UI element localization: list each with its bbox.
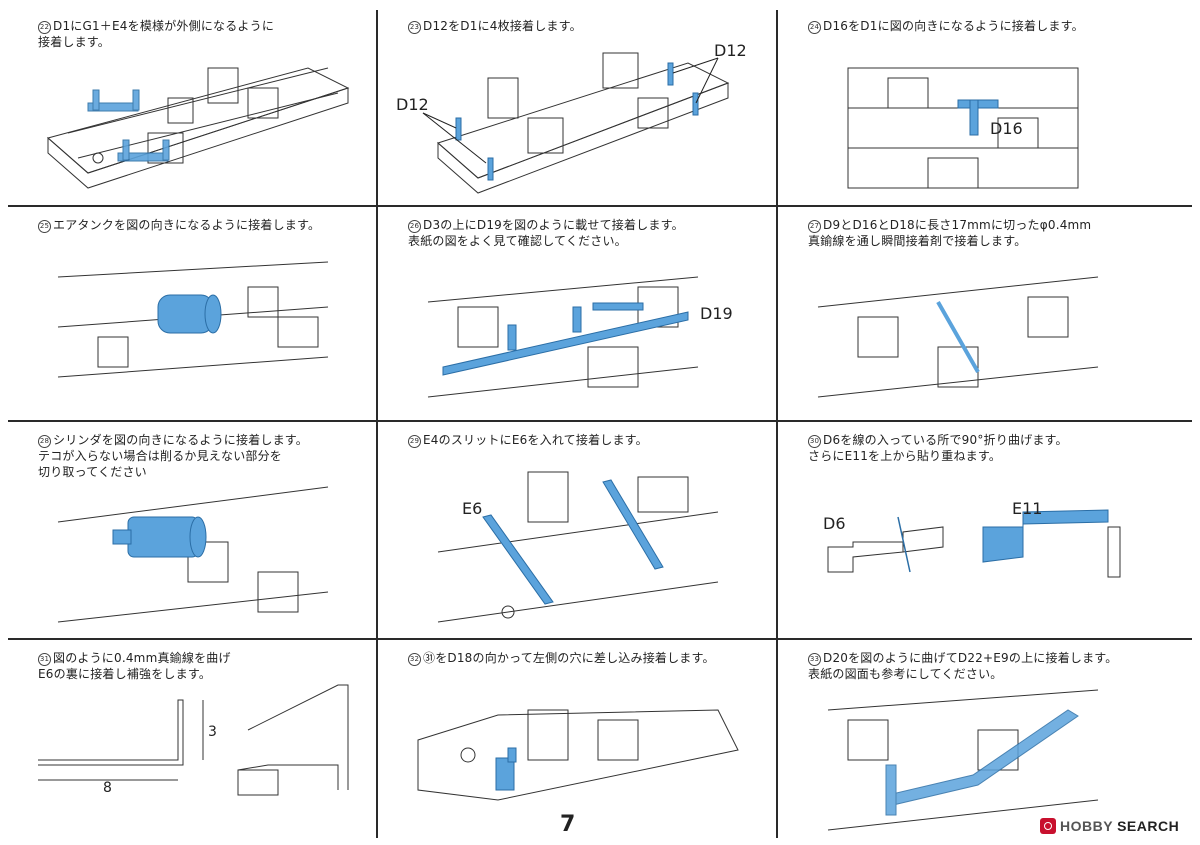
step-31-illustration: 8 3 <box>38 684 349 796</box>
step-29-illustration: E6 <box>437 471 719 623</box>
step-22-text: D1にG1＋E4を模様が外側になるように 接着します。 <box>38 19 275 49</box>
step-26-illustration: D19 <box>427 276 733 398</box>
label-d12-left: D12 <box>396 95 429 114</box>
divider-col-1 <box>376 10 378 838</box>
step-23-text: D12をD1に4枚接着します。 <box>423 19 582 33</box>
step-28-text: シリンダを図の向きになるように接着します。 テコが入らない場合は削るか見えない部… <box>38 433 309 479</box>
label-d6: D6 <box>823 514 846 533</box>
step-24-illustration: D16 <box>847 67 1079 189</box>
step-22-illustration <box>46 67 350 189</box>
divider-row-3 <box>8 638 1192 640</box>
step-31-text: 図のように0.4mm真鍮線を曲げ E6の裏に接着し補強をします。 <box>38 651 231 681</box>
watermark-logo: HOBBY SEARCH <box>1040 818 1179 834</box>
step-29-number: 29 <box>408 435 421 448</box>
step-27-illustration <box>817 276 1099 398</box>
step-25-text: エアタンクを図の向きになるように接着します。 <box>53 218 321 232</box>
step-29-text: E4のスリットにE6を入れて接着します。 <box>423 433 648 447</box>
step-32-text: ㉛をD18の向かって左側の穴に差し込み接着します。 <box>423 651 715 665</box>
logo-search: SEARCH <box>1117 818 1180 834</box>
divider-col-2 <box>776 10 778 838</box>
step-23-number: 23 <box>408 21 421 34</box>
step-30-text: D6を線の入っている所で90°折り曲げます。 さらにE11を上から貼り重ねます。 <box>808 433 1068 463</box>
label-dim-8: 8 <box>103 780 112 796</box>
page-number: 7 <box>560 812 576 837</box>
label-d12-right: D12 <box>714 41 747 60</box>
step-25-number: 25 <box>38 220 51 233</box>
step-27-text: D9とD16とD18に長さ17mmに切ったφ0.4mm 真鍮線を通し瞬間接着剤で… <box>808 218 1092 248</box>
step-32-number: 32 <box>408 653 421 666</box>
step-32-illustration <box>417 709 739 801</box>
step-23-illustration: D12 D12 <box>396 41 747 194</box>
label-d16: D16 <box>990 119 1023 138</box>
label-d19: D19 <box>700 304 733 323</box>
divider-row-2 <box>8 420 1192 422</box>
step-33-text: D20を図のように曲げてD22+E9の上に接着します。 表紙の図面も参考にしてく… <box>808 651 1118 681</box>
step-25-illustration <box>57 261 329 378</box>
step-24-number: 24 <box>808 21 821 34</box>
step-26-text: D3の上にD19を図のように載せて接着します。 表紙の図をよく見て確認してくださ… <box>408 218 684 248</box>
step-28-illustration <box>57 486 329 623</box>
step-33-illustration <box>827 689 1099 831</box>
divider-row-1 <box>8 205 1192 207</box>
label-dim-3: 3 <box>208 724 217 740</box>
step-24-text: D16をD1に図の向きになるように接着します。 <box>823 19 1084 33</box>
label-e6: E6 <box>462 499 482 518</box>
label-e11: E11 <box>1012 499 1042 518</box>
logo-icon <box>1040 818 1056 834</box>
step-30-illustration: D6 E11 <box>823 499 1121 578</box>
logo-hobby: HOBBY <box>1060 818 1114 834</box>
